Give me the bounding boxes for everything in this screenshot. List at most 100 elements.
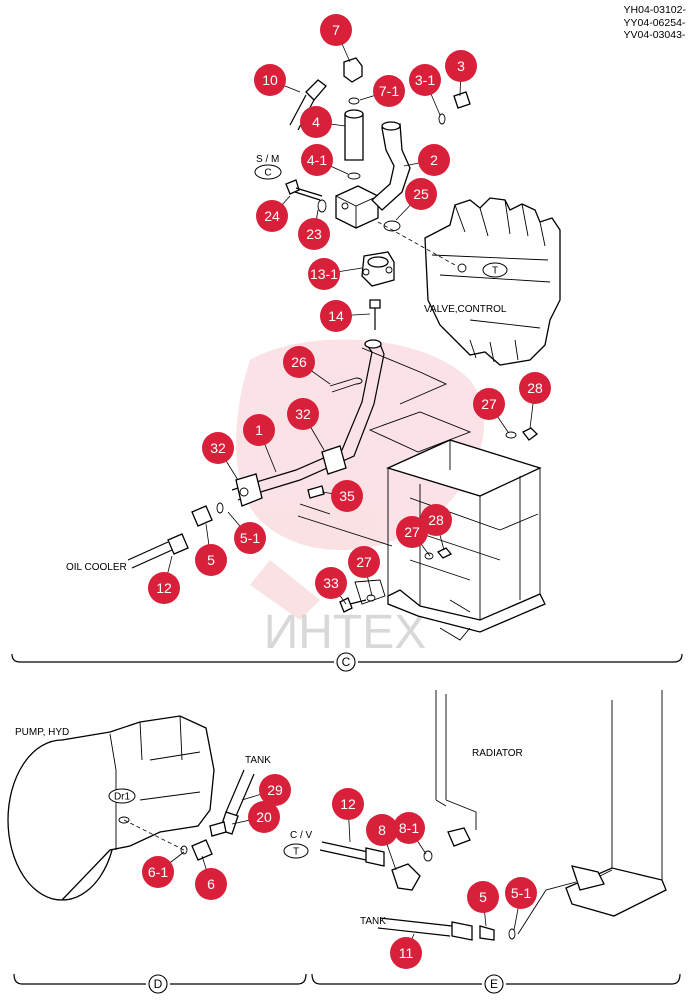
callout-26[interactable]: 26: [283, 346, 315, 378]
callout-28[interactable]: 28: [519, 372, 551, 404]
callout-4[interactable]: 4: [300, 106, 332, 138]
svg-text:12: 12: [156, 580, 172, 596]
callout-32[interactable]: 32: [202, 432, 234, 464]
callout-25[interactable]: 25: [405, 178, 437, 210]
callout-3-1[interactable]: 3-1: [409, 64, 441, 96]
pump-hyd-label: PUMP, HYD: [15, 727, 69, 738]
svg-text:3-1: 3-1: [415, 72, 435, 88]
svg-text:8-1: 8-1: [399, 820, 419, 836]
radiator-frame: [435, 690, 667, 917]
callout-12[interactable]: 12: [332, 788, 364, 820]
callout-27[interactable]: 27: [473, 388, 505, 420]
tank-label-d: TANK: [245, 755, 271, 766]
svg-text:26: 26: [291, 354, 307, 370]
watermark-logo: [236, 339, 485, 620]
serial-number: YH04-03102-: [623, 4, 686, 16]
valve-control-label: VALVE,CONTROL: [424, 304, 507, 315]
svg-text:11: 11: [399, 945, 414, 961]
section-e-divider: E: [311, 973, 681, 994]
dr1-label: Dr1: [114, 792, 131, 803]
callout-1[interactable]: 1: [243, 414, 275, 446]
sm-c-badge: S / M C: [254, 154, 282, 180]
serial-number-list: YH04-03102- YY04-06254- YV04-03043-: [624, 4, 686, 42]
callout-3[interactable]: 3: [445, 50, 477, 82]
svg-text:5: 5: [207, 552, 215, 568]
callout-13-1[interactable]: 13-1: [308, 258, 340, 290]
callout-23[interactable]: 23: [298, 218, 330, 250]
cv-hose: [319, 827, 471, 891]
callout-5-1[interactable]: 5-1: [234, 522, 266, 554]
serial-number: YY04-06254-: [623, 16, 686, 29]
svg-text:10: 10: [262, 72, 278, 88]
svg-text:27: 27: [356, 554, 372, 570]
tank-hose: [377, 881, 577, 941]
svg-text:32: 32: [210, 440, 226, 456]
dr1-badge: Dr1: [108, 788, 136, 804]
callout-33[interactable]: 33: [315, 567, 347, 599]
callout-11[interactable]: 11: [390, 937, 422, 969]
callout-7-1[interactable]: 7-1: [373, 75, 405, 107]
callout-29[interactable]: 29: [259, 774, 291, 806]
svg-text:27: 27: [404, 524, 420, 540]
callout-5[interactable]: 5: [467, 881, 499, 913]
svg-text:7-1: 7-1: [379, 83, 399, 99]
svg-text:5-1: 5-1: [240, 530, 260, 546]
svg-text:6: 6: [207, 876, 215, 892]
callout-6-1[interactable]: 6-1: [142, 856, 174, 888]
callout-8-1[interactable]: 8-1: [393, 812, 425, 844]
callout-6[interactable]: 6: [195, 868, 227, 900]
section-c-label: C: [342, 655, 351, 669]
callout-10[interactable]: 10: [254, 64, 286, 96]
svg-text:4-1: 4-1: [307, 152, 327, 168]
section-d-divider: D: [13, 973, 307, 994]
hydraulic-pump: [7, 715, 215, 901]
section-c-divider: C: [11, 652, 683, 672]
callout-27[interactable]: 27: [396, 516, 428, 548]
svg-text:24: 24: [264, 208, 280, 224]
upper-fittings: [285, 57, 471, 330]
frame-hardware: [339, 427, 538, 613]
serial-number: YV04-03043-: [623, 29, 686, 41]
pump-drain-hose: [123, 769, 255, 861]
callout-32[interactable]: 32: [287, 398, 319, 430]
callout-20[interactable]: 20: [248, 801, 280, 833]
svg-text:5-1: 5-1: [511, 885, 531, 901]
oil-cooler-label: OIL COOLER: [66, 562, 127, 573]
svg-text:27: 27: [481, 396, 497, 412]
watermark-text: ИНТЕХ: [264, 606, 427, 659]
callout-28[interactable]: 28: [420, 504, 452, 536]
callout-2[interactable]: 2: [418, 144, 450, 176]
callout-8[interactable]: 8: [366, 814, 398, 846]
tank-label-e: TANK: [360, 916, 386, 927]
callout-5-1[interactable]: 5-1: [505, 877, 537, 909]
callout-14[interactable]: 14: [320, 300, 352, 332]
svg-text:32: 32: [295, 406, 311, 422]
svg-text:5: 5: [479, 889, 487, 905]
svg-text:23: 23: [306, 226, 322, 242]
cv-t-badge: C / V T: [283, 830, 313, 859]
svg-text:6-1: 6-1: [148, 864, 168, 880]
callout-27[interactable]: 27: [348, 546, 380, 578]
svg-text:35: 35: [339, 488, 355, 504]
svg-text:8: 8: [378, 822, 386, 838]
cv-label: C / V: [290, 830, 313, 841]
callout-4-1[interactable]: 4-1: [301, 144, 333, 176]
svg-text:2: 2: [430, 152, 438, 168]
callout-5[interactable]: 5: [195, 544, 227, 576]
callout-7[interactable]: 7: [320, 14, 352, 46]
callout-24[interactable]: 24: [256, 200, 288, 232]
callout-35[interactable]: 35: [331, 480, 363, 512]
svg-text:25: 25: [413, 186, 429, 202]
callout-12[interactable]: 12: [148, 572, 180, 604]
frame-bracket: [297, 347, 546, 641]
control-valve: [424, 197, 561, 366]
svg-text:3: 3: [457, 58, 465, 74]
valve-port-t-badge: T: [482, 262, 508, 278]
section-e-label: E: [490, 977, 498, 991]
cv-port-t-label: T: [293, 847, 299, 858]
svg-text:4: 4: [312, 114, 320, 130]
radiator-label: RADIATOR: [472, 748, 523, 759]
svg-text:28: 28: [527, 380, 543, 396]
